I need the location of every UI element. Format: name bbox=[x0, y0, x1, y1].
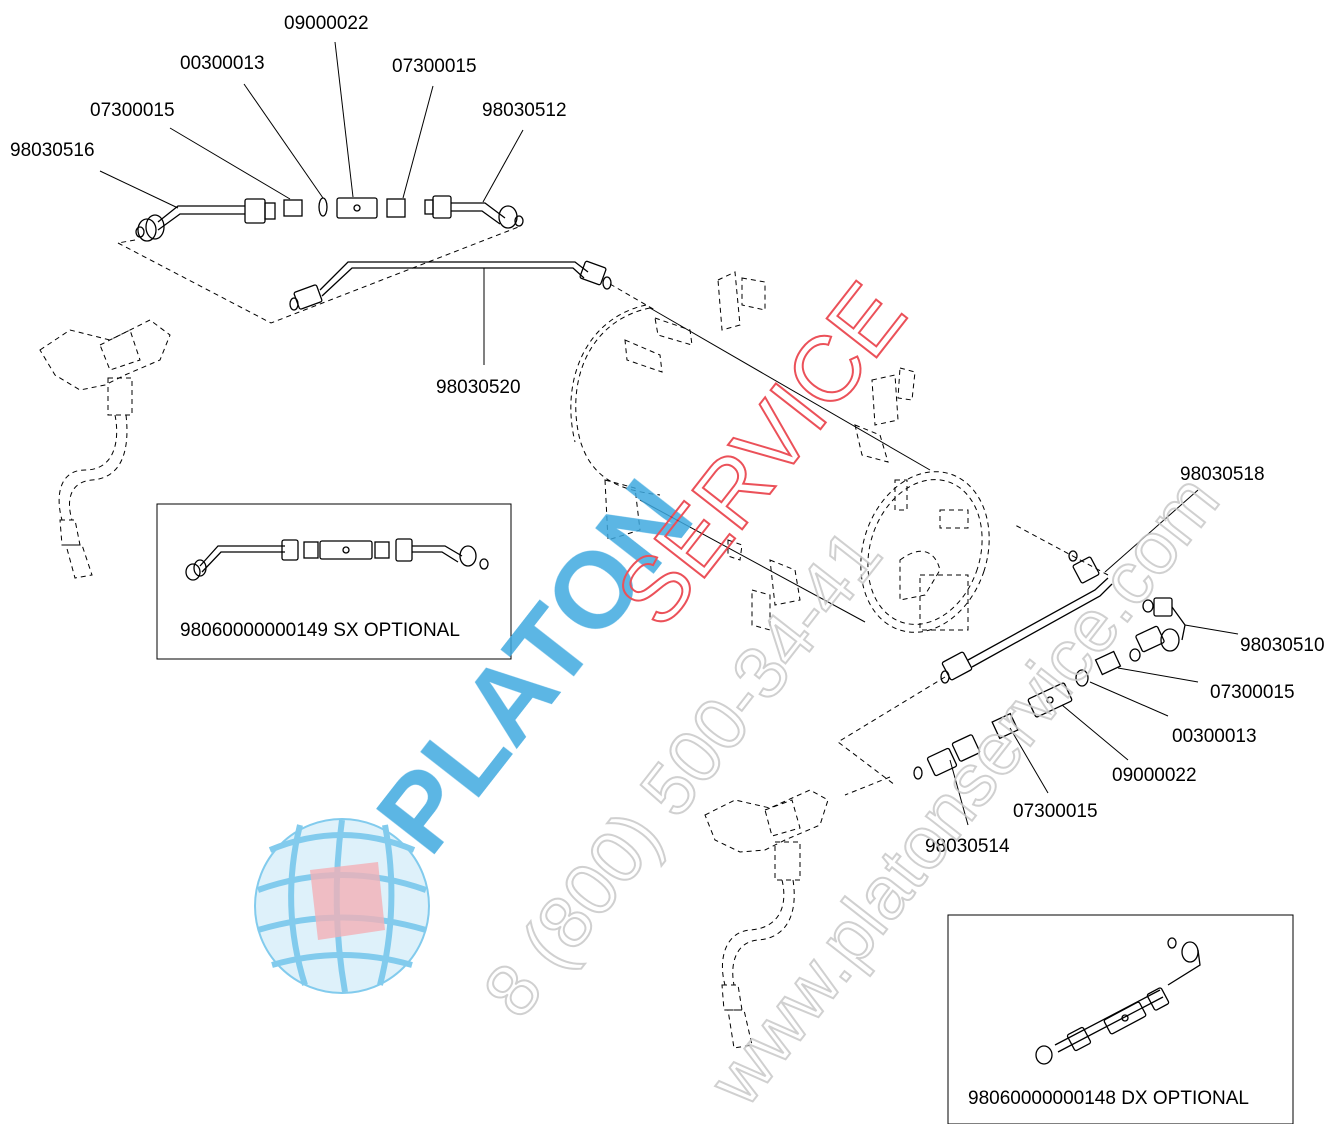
sx-leader-5 bbox=[402, 85, 434, 199]
watermark-globe bbox=[254, 818, 430, 994]
dx-fitting-2 bbox=[991, 712, 1019, 740]
sx-fitting-1 bbox=[283, 199, 303, 217]
sx-leader-3 bbox=[243, 83, 324, 199]
dx-group-head bbox=[704, 789, 829, 1049]
dx-leader-5 bbox=[1009, 727, 1049, 794]
dx-label-6: 98030514 bbox=[925, 836, 1010, 857]
watermark: PLATON SERVICE 8 (800) 500-34-41 www.pla… bbox=[254, 264, 1236, 1122]
sx-assembly: 98030516 07300015 00300013 09000022 0730… bbox=[10, 13, 656, 579]
sx-leader-2 bbox=[169, 127, 291, 200]
sx-label-6: 98030512 bbox=[482, 100, 567, 121]
sx-to-boiler-path bbox=[609, 283, 656, 311]
sx-pipe-label: 98030520 bbox=[436, 377, 521, 398]
dx-dash-stub bbox=[844, 776, 891, 796]
inset-sx-frame bbox=[156, 503, 512, 660]
sx-group-head bbox=[39, 319, 171, 579]
dx-label-4: 09000022 bbox=[1112, 765, 1197, 786]
inset-dx-frame bbox=[947, 914, 1294, 1124]
inset-sx-caption: 98060000000149 SX OPTIONAL bbox=[180, 620, 460, 641]
watermark-site: www.platonservice.com bbox=[693, 459, 1235, 1120]
inset-dx-assembly bbox=[1035, 937, 1201, 1065]
dx-leader-4 bbox=[1061, 704, 1129, 761]
sx-washer bbox=[318, 197, 328, 217]
dx-leader-1 bbox=[1184, 624, 1239, 635]
sx-fitting-2 bbox=[386, 198, 406, 218]
dx-washer bbox=[1075, 669, 1089, 687]
sx-tee-valve bbox=[336, 197, 378, 219]
dx-assembly-path bbox=[837, 676, 946, 786]
sx-label-1: 98030516 bbox=[10, 140, 95, 161]
dx-label-3: 00300013 bbox=[1172, 726, 1257, 747]
sx-leader-4 bbox=[334, 41, 354, 198]
dx-fitting-1 bbox=[1094, 650, 1122, 676]
inset-sx-assembly bbox=[185, 538, 489, 581]
dx-leader-6 bbox=[949, 759, 969, 826]
sx-assembly-path bbox=[117, 225, 522, 324]
dx-label-5: 07300015 bbox=[1013, 801, 1098, 822]
sx-main-pipe bbox=[289, 260, 612, 311]
inset-dx-caption: 98060000000148 DX OPTIONAL bbox=[968, 1088, 1249, 1109]
sx-label-2: 07300015 bbox=[90, 100, 175, 121]
sx-bent-pipe-2 bbox=[424, 195, 524, 229]
inset-dx: 98060000000148 DX OPTIONAL bbox=[947, 914, 1294, 1124]
sx-dash-stub bbox=[117, 239, 136, 244]
inset-sx: 98060000000149 SX OPTIONAL bbox=[156, 503, 512, 660]
dx-leader-2 bbox=[1117, 667, 1199, 683]
sx-leader-6 bbox=[482, 129, 524, 203]
sx-label-4: 09000022 bbox=[284, 13, 369, 34]
sx-label-3: 00300013 bbox=[180, 53, 265, 74]
sx-label-5: 07300015 bbox=[392, 56, 477, 77]
dx-main-pipe bbox=[940, 550, 1113, 684]
dx-straight-fitting bbox=[913, 734, 981, 780]
dx-assembly: 98030518 98030510 07300015 00300013 0900… bbox=[704, 464, 1325, 1049]
dx-pipe-leader bbox=[1104, 489, 1199, 573]
boiler bbox=[570, 271, 990, 633]
dx-label-2: 07300015 bbox=[1210, 682, 1295, 703]
dx-leader-3 bbox=[1089, 681, 1169, 717]
dx-pipe-label: 98030518 bbox=[1180, 464, 1265, 485]
dx-label-1: 98030510 bbox=[1240, 635, 1325, 656]
sx-leader-1 bbox=[99, 170, 179, 209]
dx-tee-valve bbox=[1027, 682, 1073, 718]
sx-bent-pipe bbox=[135, 198, 276, 242]
